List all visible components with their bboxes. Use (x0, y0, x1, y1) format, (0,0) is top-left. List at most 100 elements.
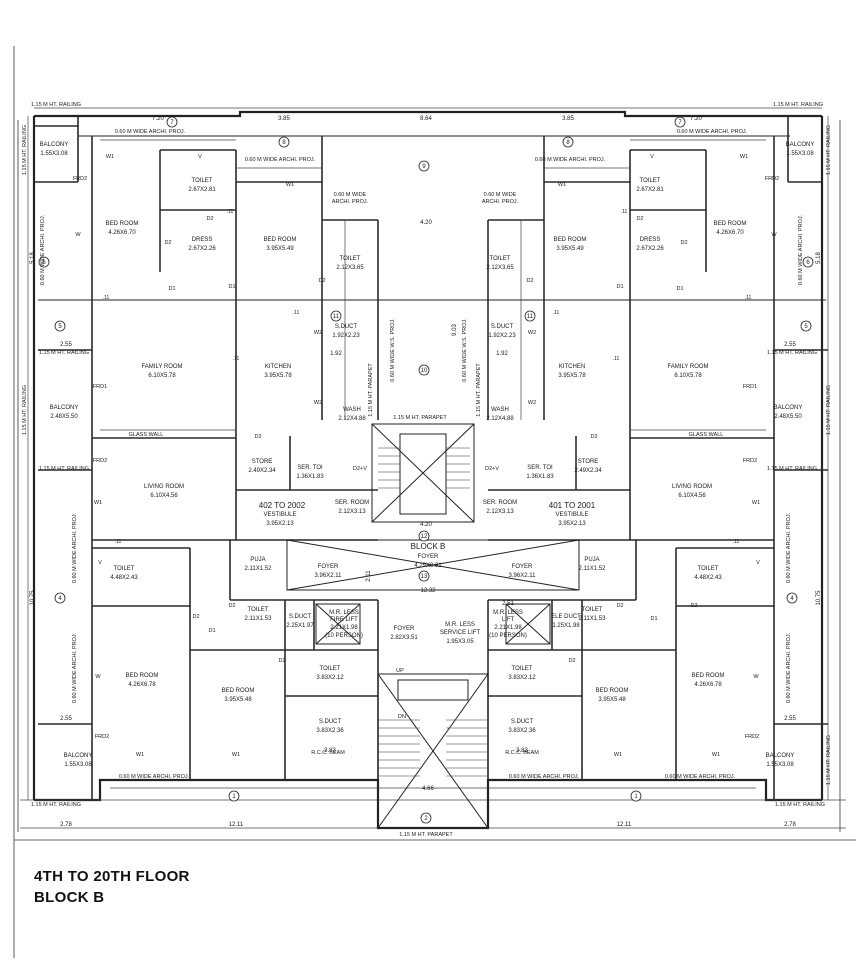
room-name: BALCONY (40, 142, 69, 148)
projection-lines (20, 107, 846, 829)
marker-11-r: 11 (527, 314, 534, 320)
railing-note: 1.15 M HT. RAILING (39, 350, 89, 356)
door-tag: D2 (254, 434, 261, 440)
door-tag: D2+V (485, 466, 499, 472)
room-size: 2.49X2.34 (248, 468, 276, 474)
dimension: 7.20 (152, 116, 164, 122)
room-size: 4.48X2.43 (694, 575, 722, 581)
room-labels: BALCONY 1.55X3.08 BALCONY 1.55X3.08 TOIL… (40, 142, 815, 768)
room-size: 2.12X4.88 (338, 416, 366, 422)
marker-8: 8 (282, 140, 286, 146)
room-size: 2.67X2.26 (636, 246, 664, 252)
railing-note: 1.15 M HT. RAILING (767, 350, 817, 356)
door-tag: FRD2 (73, 176, 87, 182)
stair-up-note: UP (396, 668, 404, 674)
dimension: .11 (293, 310, 300, 316)
room-size: 3.83X2.36 (316, 728, 344, 734)
room-name: KITCHEN (559, 364, 585, 370)
room-name: S.DUCT (491, 324, 514, 330)
archi-projection-note: 0.60 M WIDE ARCHI. PROJ. (115, 129, 186, 135)
ventilator-tag: V (756, 560, 760, 566)
room-name: S.DUCT (289, 614, 312, 620)
room-size: 2.67X2.81 (188, 187, 216, 193)
glass-wall-note: GLASS WALL (129, 432, 164, 438)
marker-5: 5 (58, 324, 62, 330)
room-name: TOILET (192, 178, 213, 184)
room-size: 2.49X2.34 (574, 468, 602, 474)
room-size: 2.12X3.65 (336, 265, 364, 271)
room-size: 3.95X2.13 (266, 521, 294, 527)
room-size: 2.21X1.98 (330, 625, 358, 631)
marker-6: 6 (42, 260, 46, 266)
flat-number-right: 401 TO 2001 (549, 501, 596, 510)
room-name: FAMILY ROOM (667, 364, 708, 370)
ventilator-tag: V (98, 560, 102, 566)
door-tag: D2+V (353, 466, 367, 472)
room-size: 2.12X4.88 (486, 416, 514, 422)
room-size: 2.25X1.97 (286, 623, 314, 629)
railing-note: 1.15 M HT. RAILING (22, 385, 28, 435)
railing-note: 1.15 M HT. RAILING (775, 802, 825, 808)
room-size: 6.10X5.78 (674, 373, 702, 379)
railing-note: 1.15 M HT. RAILING (31, 802, 81, 808)
dimension: .11 (553, 310, 560, 316)
dimension: 9.03 (452, 324, 458, 336)
door-tag: D2 (278, 658, 285, 664)
room-size: 6.10X5.78 (148, 373, 176, 379)
archi-projection-note: 0.60 M WIDE ARCHI. PROJ. (786, 632, 792, 703)
room-name: FOYER (394, 626, 415, 632)
marker-1: 1 (232, 794, 236, 800)
dimension: .11 (233, 356, 240, 362)
room-name: STORE (252, 459, 273, 465)
room-size: 4.26X6.70 (108, 230, 136, 236)
room-size: 4.48X2.43 (110, 575, 138, 581)
dimension: 5.18 (816, 252, 822, 264)
parapet-note: 1.15 M HT. PARAPET (393, 415, 447, 421)
dimension: 7.20 (690, 116, 702, 122)
drawing-title: 4TH TO 20TH FLOOR BLOCK B (34, 866, 190, 908)
dimension: 12.32 (420, 588, 436, 594)
dimension: .11 (621, 209, 628, 215)
door-tag: D1 (208, 628, 215, 634)
room-size: 3.95X5.48 (598, 697, 626, 703)
archi-projection-note: 0.60 M WIDE ARCHI. PROJ. (119, 774, 190, 780)
room-name: S.DUCT (335, 324, 358, 330)
archi-projection-note: 0.60 M WIDE ARCHI. PROJ. (72, 632, 78, 703)
archi-projection-note: 0.60 M WIDE ARCHI. PROJ. (245, 157, 316, 163)
room-name: BED ROOM (714, 221, 747, 227)
dimension: .11 (115, 539, 122, 545)
railing-note: 1.15 M HT. RAILING (39, 466, 89, 472)
room-name: WASH (343, 407, 361, 413)
door-tag: D2 (680, 240, 687, 246)
dimension: 2.11 (366, 570, 372, 582)
marker-5-r: 5 (804, 324, 808, 330)
room-size: 6.10X4.56 (150, 493, 178, 499)
archi-projection-note: 0.60 M WIDE ARCHI. PROJ. (72, 512, 78, 583)
window-tag: W1 (712, 752, 720, 758)
door-tag: D1 (228, 284, 235, 290)
window-tag: W (771, 232, 777, 238)
room-name: BALCONY (50, 405, 79, 411)
grid-markers (38, 116, 814, 824)
room-size: 2.82X3.51 (390, 635, 418, 641)
room-note: (10 PERSON) (325, 633, 363, 639)
room-size: 6.10X4.56 (678, 493, 706, 499)
room-size: 1.55X3.08 (766, 762, 794, 768)
drawing-notes: 1.15 M HT. RAILING 1.15 M HT. RAILING 1.… (31, 102, 825, 838)
room-size: 3.95X5.49 (266, 246, 294, 252)
dimension: 2.78 (60, 822, 72, 828)
door-tag: D2 (318, 278, 325, 284)
parapet-note: 1.15 M HT. PARAPET (399, 832, 453, 838)
window-tag: W (75, 232, 81, 238)
window-tag: W (95, 674, 101, 680)
dimension: 3.85 (562, 116, 574, 122)
room-name: TOILET (248, 607, 269, 613)
dimension: 12.11 (617, 822, 632, 828)
room-size: 1.55X3.08 (786, 151, 814, 157)
room-size: 3.96X2.11 (509, 573, 537, 579)
glass-wall-note: GLASS WALL (689, 432, 724, 438)
marker-11: 11 (333, 314, 340, 320)
room-name: TOILET (114, 566, 135, 572)
railing-note: 1.15 M HT. RAILING (767, 466, 817, 472)
marker-7-r: 7 (678, 120, 682, 126)
